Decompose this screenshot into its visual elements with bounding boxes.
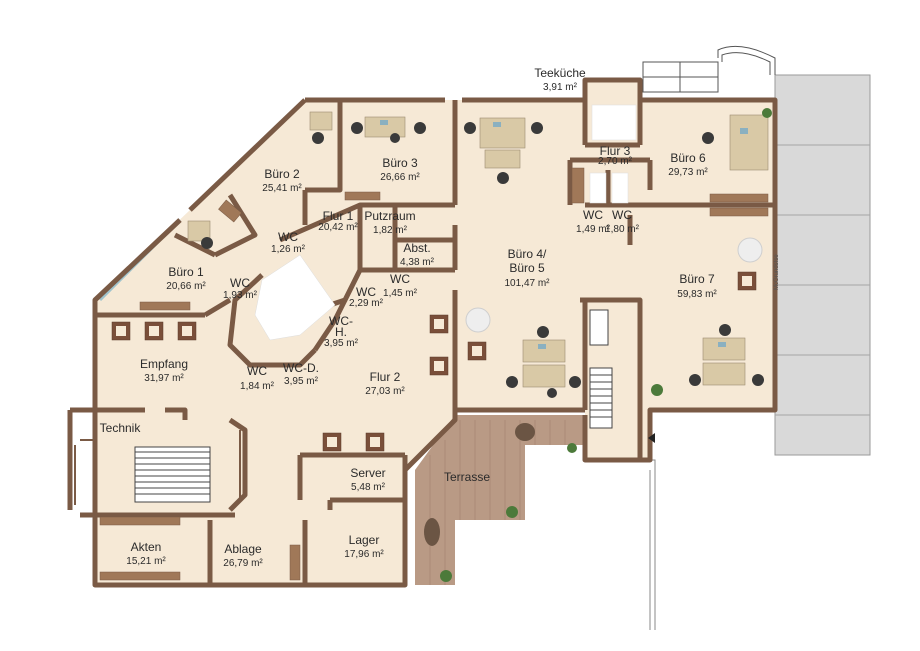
wc-h-area: 3,95 m² xyxy=(324,338,359,349)
lager-name: Lager xyxy=(349,533,380,547)
abst-area: 4,38 m² xyxy=(400,257,435,268)
putzraum-name: Putzraum xyxy=(364,209,415,223)
buero7-area: 59,83 m² xyxy=(677,289,717,300)
flur3-name: Flur 3 xyxy=(600,144,631,158)
empfang-area: 31,97 m² xyxy=(144,373,184,384)
server-name: Server xyxy=(350,466,385,480)
buero3-name: Büro 3 xyxy=(382,156,418,170)
wc-a-name: WC xyxy=(583,208,603,222)
flur1-name: Flur 1 xyxy=(323,209,354,223)
buero2-name: Büro 2 xyxy=(264,167,300,181)
buero1-name: Büro 1 xyxy=(168,265,204,279)
wc-b-name: WC xyxy=(612,208,632,222)
svg-text:McGrundstse: McGrundstse xyxy=(774,254,780,290)
thin-walls xyxy=(74,400,241,505)
wc-d-area: 1,93 m² xyxy=(223,290,258,301)
ablage-name: Ablage xyxy=(224,542,262,556)
staircase xyxy=(134,309,655,503)
wc-e-name: WC xyxy=(356,285,376,299)
wc-dd-name: WC-D. xyxy=(283,361,319,375)
wc-g-area: 1,84 m² xyxy=(240,381,275,392)
terrasse-name: Terrasse xyxy=(444,470,490,484)
walls xyxy=(67,77,778,588)
teekueche-area: 3,91 m² xyxy=(543,82,578,93)
server-area: 5,48 m² xyxy=(351,482,386,493)
flur3-area: 2,70 m² xyxy=(598,156,633,167)
outdoor-path xyxy=(640,459,656,630)
teekueche-name: Teeküche xyxy=(534,66,586,80)
wc-e-area: 2,29 m² xyxy=(349,298,384,309)
buero1-area: 20,66 m² xyxy=(166,281,206,292)
flur2-area: 27,03 m² xyxy=(365,386,405,397)
wc-f-area: 1,45 m² xyxy=(383,288,418,299)
technik-name: Technik xyxy=(100,421,142,435)
buero3-area: 26,66 m² xyxy=(380,172,420,183)
buero45-name-2: Büro 5 xyxy=(509,261,545,275)
ablage-area: 26,79 m² xyxy=(223,558,263,569)
terrace xyxy=(415,415,585,585)
buero45-name-1: Büro 4/ xyxy=(508,247,547,261)
wc-d-name: WC xyxy=(230,276,250,290)
wc-a-area: 1,49 m² xyxy=(576,224,611,235)
furniture xyxy=(99,108,772,581)
room-labels: Teeküche 3,91 m² Büro 2 25,41 m² Büro 3 … xyxy=(100,66,718,569)
balcony-railing xyxy=(642,45,776,93)
flur1-area: 20,42 m² xyxy=(318,222,358,233)
wc-g-name: WC xyxy=(247,364,267,378)
wc-dd-area: 3,95 m² xyxy=(284,376,319,387)
wc-b-area: 1,80 m² xyxy=(605,224,640,235)
putzraum-area: 1,82 m² xyxy=(373,225,408,236)
wc-c-area: 1,26 m² xyxy=(271,244,306,255)
akten-area: 15,21 m² xyxy=(126,556,166,567)
wc-h-name-1: WC- xyxy=(329,314,353,328)
wc-tiles xyxy=(254,104,637,341)
buero45-area: 101,47 m² xyxy=(504,278,550,289)
flur2-name: Flur 2 xyxy=(370,370,401,384)
abst-name: Abst. xyxy=(403,241,430,255)
buero6-name: Büro 6 xyxy=(670,151,706,165)
wc-f-name: WC xyxy=(390,272,410,286)
buero7-name: Büro 7 xyxy=(679,272,715,286)
wc-h-name-2: H. xyxy=(335,325,347,339)
buero6-area: 29,73 m² xyxy=(668,167,708,178)
akten-name: Akten xyxy=(131,540,162,554)
lager-area: 17,96 m² xyxy=(344,549,384,560)
wc-c-name: WC xyxy=(278,230,298,244)
buero2-area: 25,41 m² xyxy=(262,183,302,194)
empfang-name: Empfang xyxy=(140,357,188,371)
neighbour-building xyxy=(774,74,871,456)
